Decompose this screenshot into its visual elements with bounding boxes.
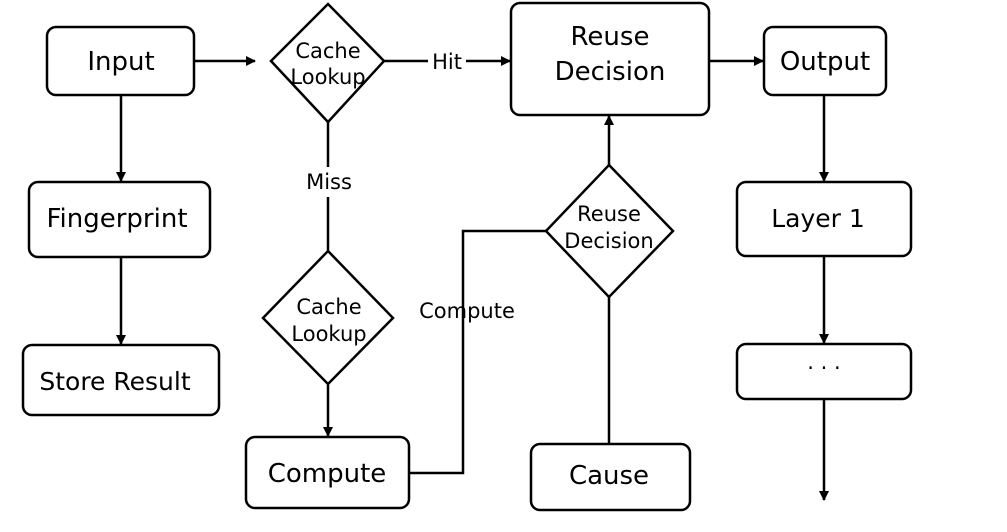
cache-lookup-bottom-label-line2: Lookup <box>291 322 366 346</box>
store-result-node <box>21 343 221 417</box>
cache-lookup-top-label-line2: Lookup <box>290 65 365 89</box>
layer-1-label: Layer 1 <box>771 204 865 233</box>
cache-lookup-bottom-label-line1: Cache <box>296 295 361 319</box>
layer-1-node <box>735 180 913 258</box>
reuse-decision-box-label-line1: Reuse <box>571 22 650 52</box>
reuse-decision-box <box>509 1 711 117</box>
cause-node <box>529 442 692 512</box>
cause-label: Cause <box>569 461 649 491</box>
compute-label: Compute <box>268 459 387 489</box>
edge-label-compute: Compute <box>419 299 515 323</box>
output-node <box>762 25 888 97</box>
ellipsis-node <box>735 342 913 401</box>
cache-lookup-top-diamond <box>269 2 386 124</box>
edge-label-miss: Miss <box>306 170 352 194</box>
reuse-decision-diamond-label-line2: Decision <box>564 229 653 253</box>
reuse-decision-diamond-label-line1: Reuse <box>577 202 641 226</box>
fingerprint-label: Fingerprint <box>46 204 187 234</box>
fingerprint-node <box>27 180 212 259</box>
edge-label-hit: Hit <box>432 50 462 74</box>
store-result-label: Store Result <box>39 367 190 396</box>
reuse-decision-diamond <box>544 163 675 299</box>
output-label: Output <box>780 47 870 77</box>
reuse-decision-box-label-line2: Decision <box>555 57 666 87</box>
edge-compute-to-reuse-decision-diamond <box>409 229 546 475</box>
compute-node <box>244 435 411 510</box>
input-label: Input <box>87 47 154 77</box>
cache-lookup-bottom-diamond <box>261 249 395 386</box>
cache-lookup-top-label-line1: Cache <box>295 39 360 63</box>
ellipsis-label: · · · <box>807 356 840 380</box>
input-node <box>45 25 196 97</box>
